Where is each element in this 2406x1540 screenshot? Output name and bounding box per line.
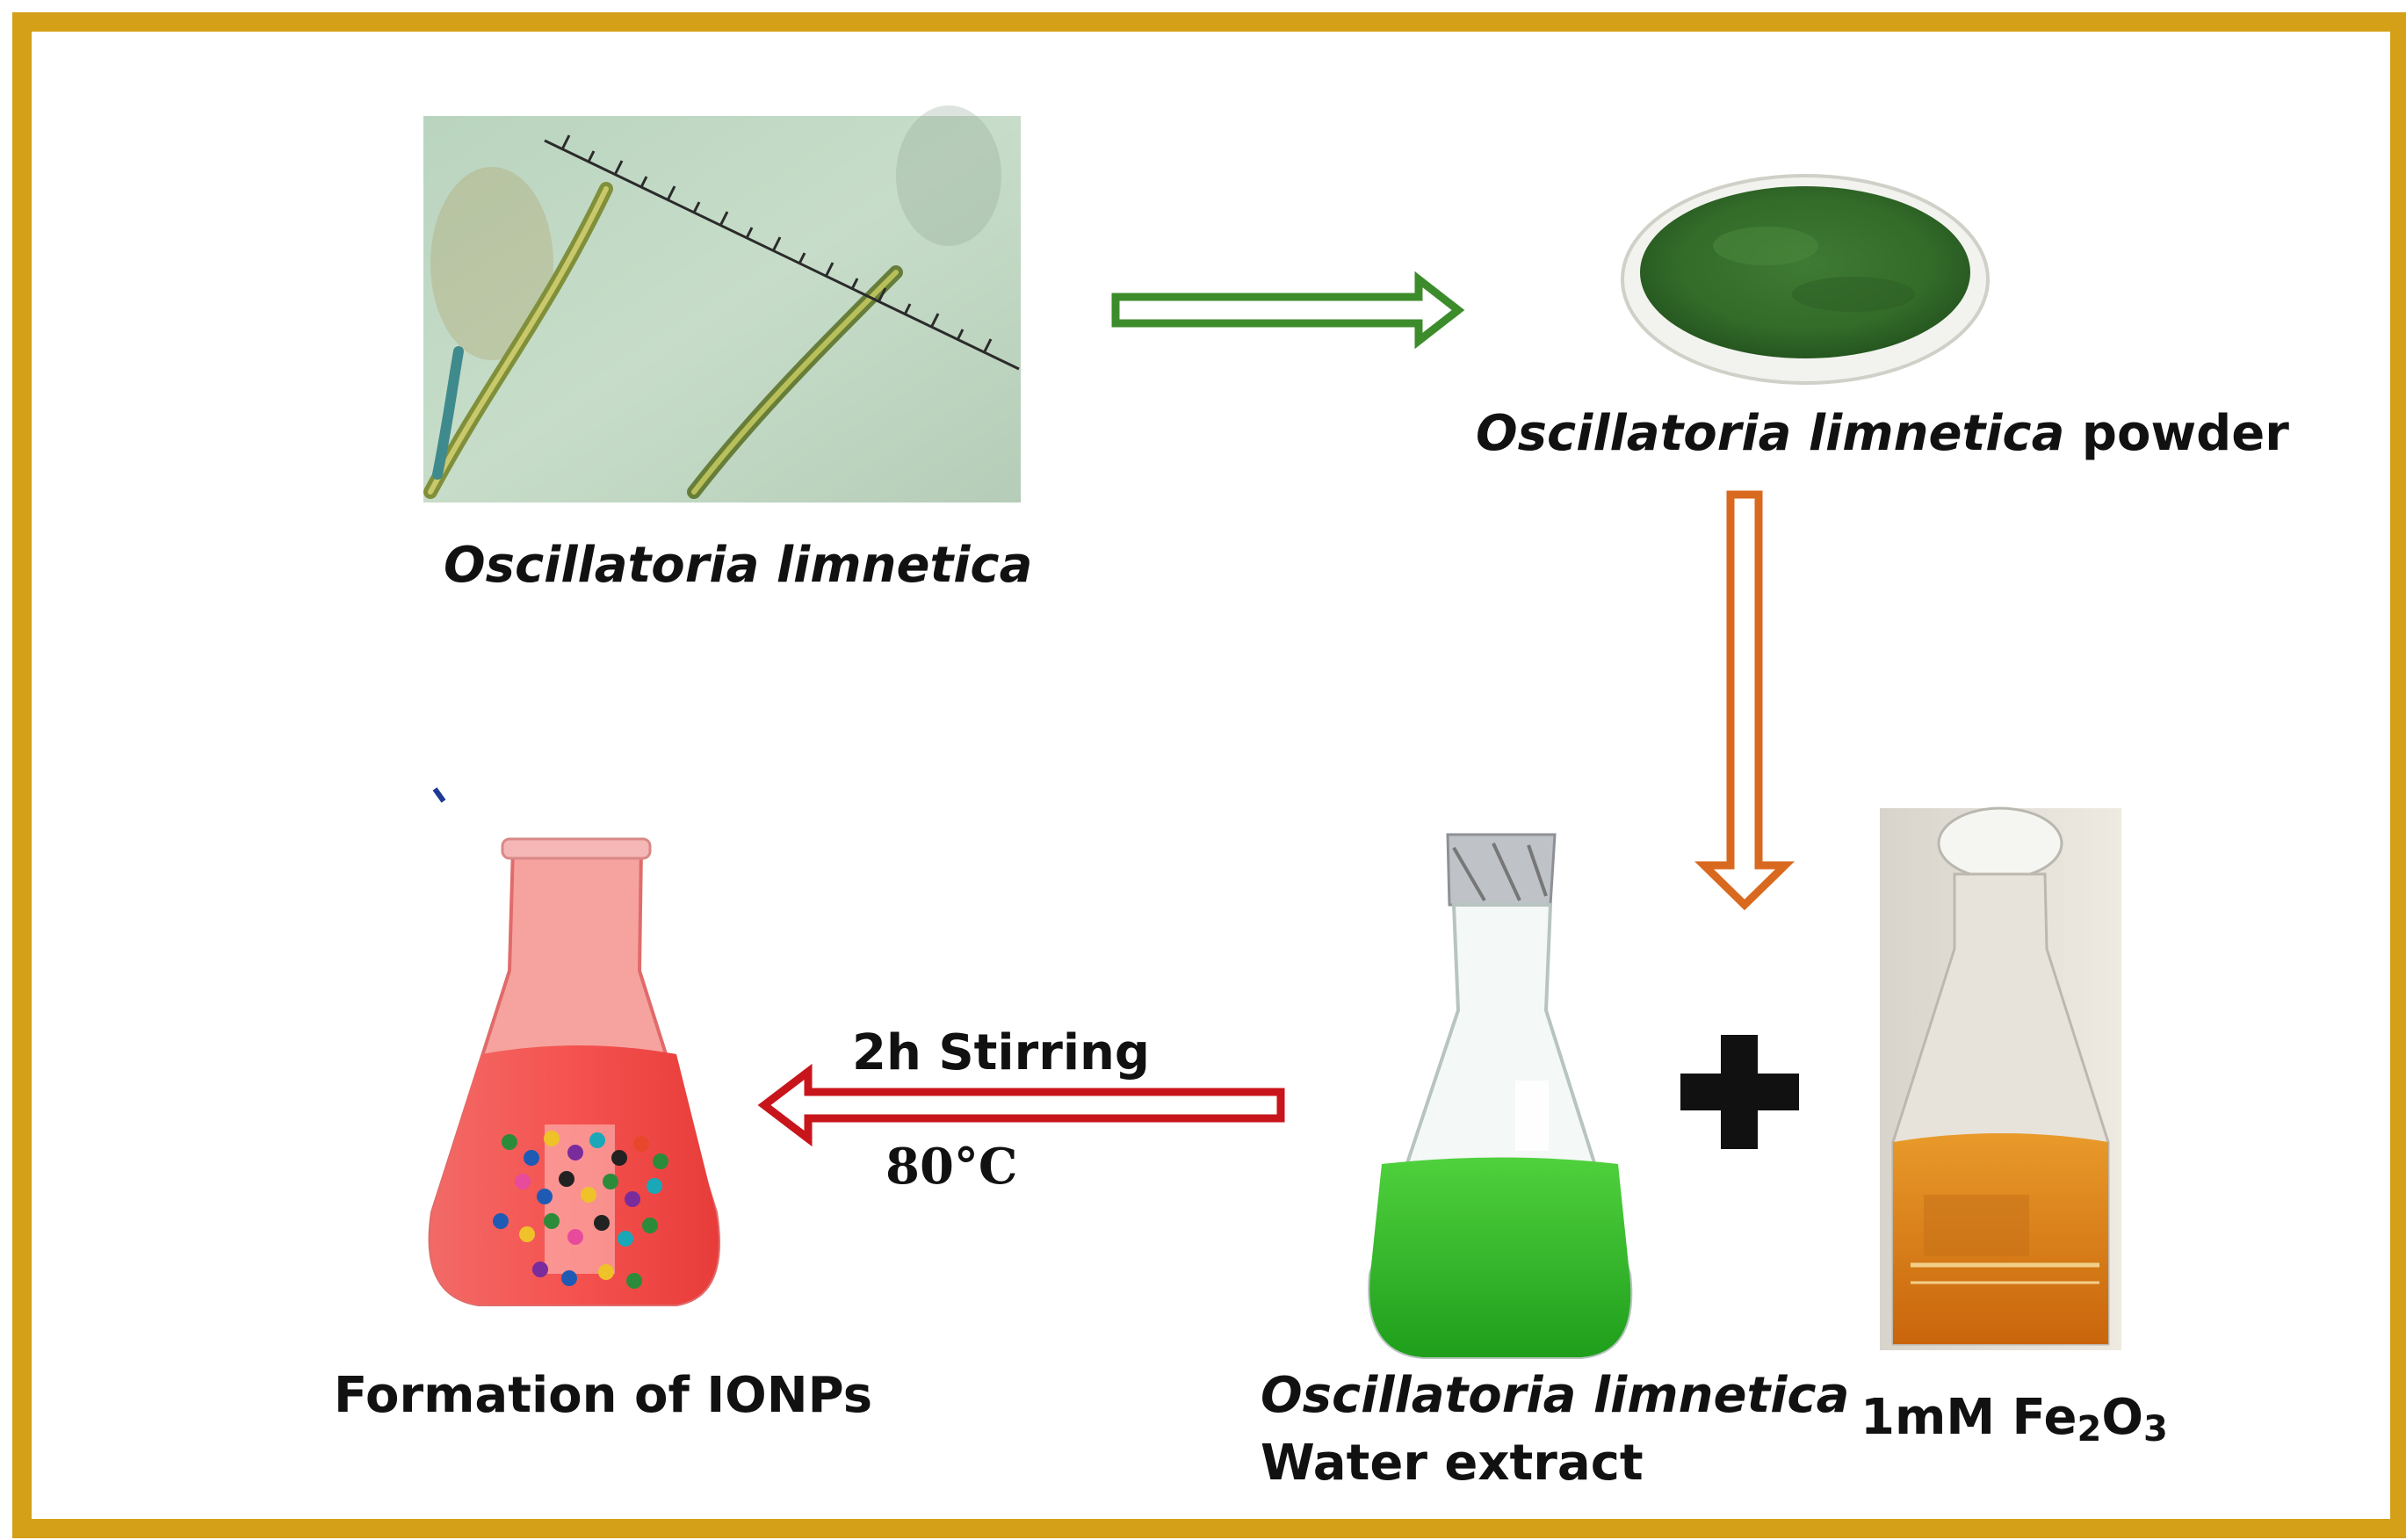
- reaction-arrow: [757, 1063, 1285, 1147]
- plus-icon: [1680, 1035, 1799, 1149]
- iron-oxygen: O: [2101, 1389, 2143, 1446]
- microscope-image: [423, 105, 1021, 502]
- iron-prefix: 1mM Fe: [1860, 1389, 2077, 1446]
- iron-solution-label: 1mM Fe2O3: [1860, 1388, 2168, 1450]
- reaction-condition-temp: 80°C: [885, 1138, 1018, 1196]
- reaction-condition-time: 2h Stirring: [852, 1024, 1151, 1081]
- iron-subscript-3: 3: [2142, 1409, 2168, 1450]
- diagram-frame: [12, 12, 2406, 1538]
- powder-suffix: powder: [2064, 405, 2289, 462]
- extract-label-line2: Water extract: [1261, 1435, 1644, 1492]
- powder-label: Oscillatoria limnetica powder: [1476, 404, 2289, 463]
- nanoparticle-flask: [428, 787, 720, 1306]
- extract-label-line1: Oscillatoria limnetica: [1261, 1367, 1850, 1424]
- powder-bowl-image: [1621, 174, 1990, 385]
- ionps-label: Formation of IONPs: [334, 1367, 873, 1424]
- iron-subscript-2: 2: [2077, 1409, 2102, 1450]
- powder-species: Oscillatoria limnetica: [1476, 405, 2065, 462]
- green-extract-flask: [1360, 831, 1634, 1362]
- microalgae-label: Oscillatoria limnetica: [444, 537, 1033, 594]
- iron-solution-flask: [1880, 806, 2121, 1350]
- arrow-to-extract: [1694, 490, 1795, 911]
- arrow-to-powder: [1111, 271, 1465, 350]
